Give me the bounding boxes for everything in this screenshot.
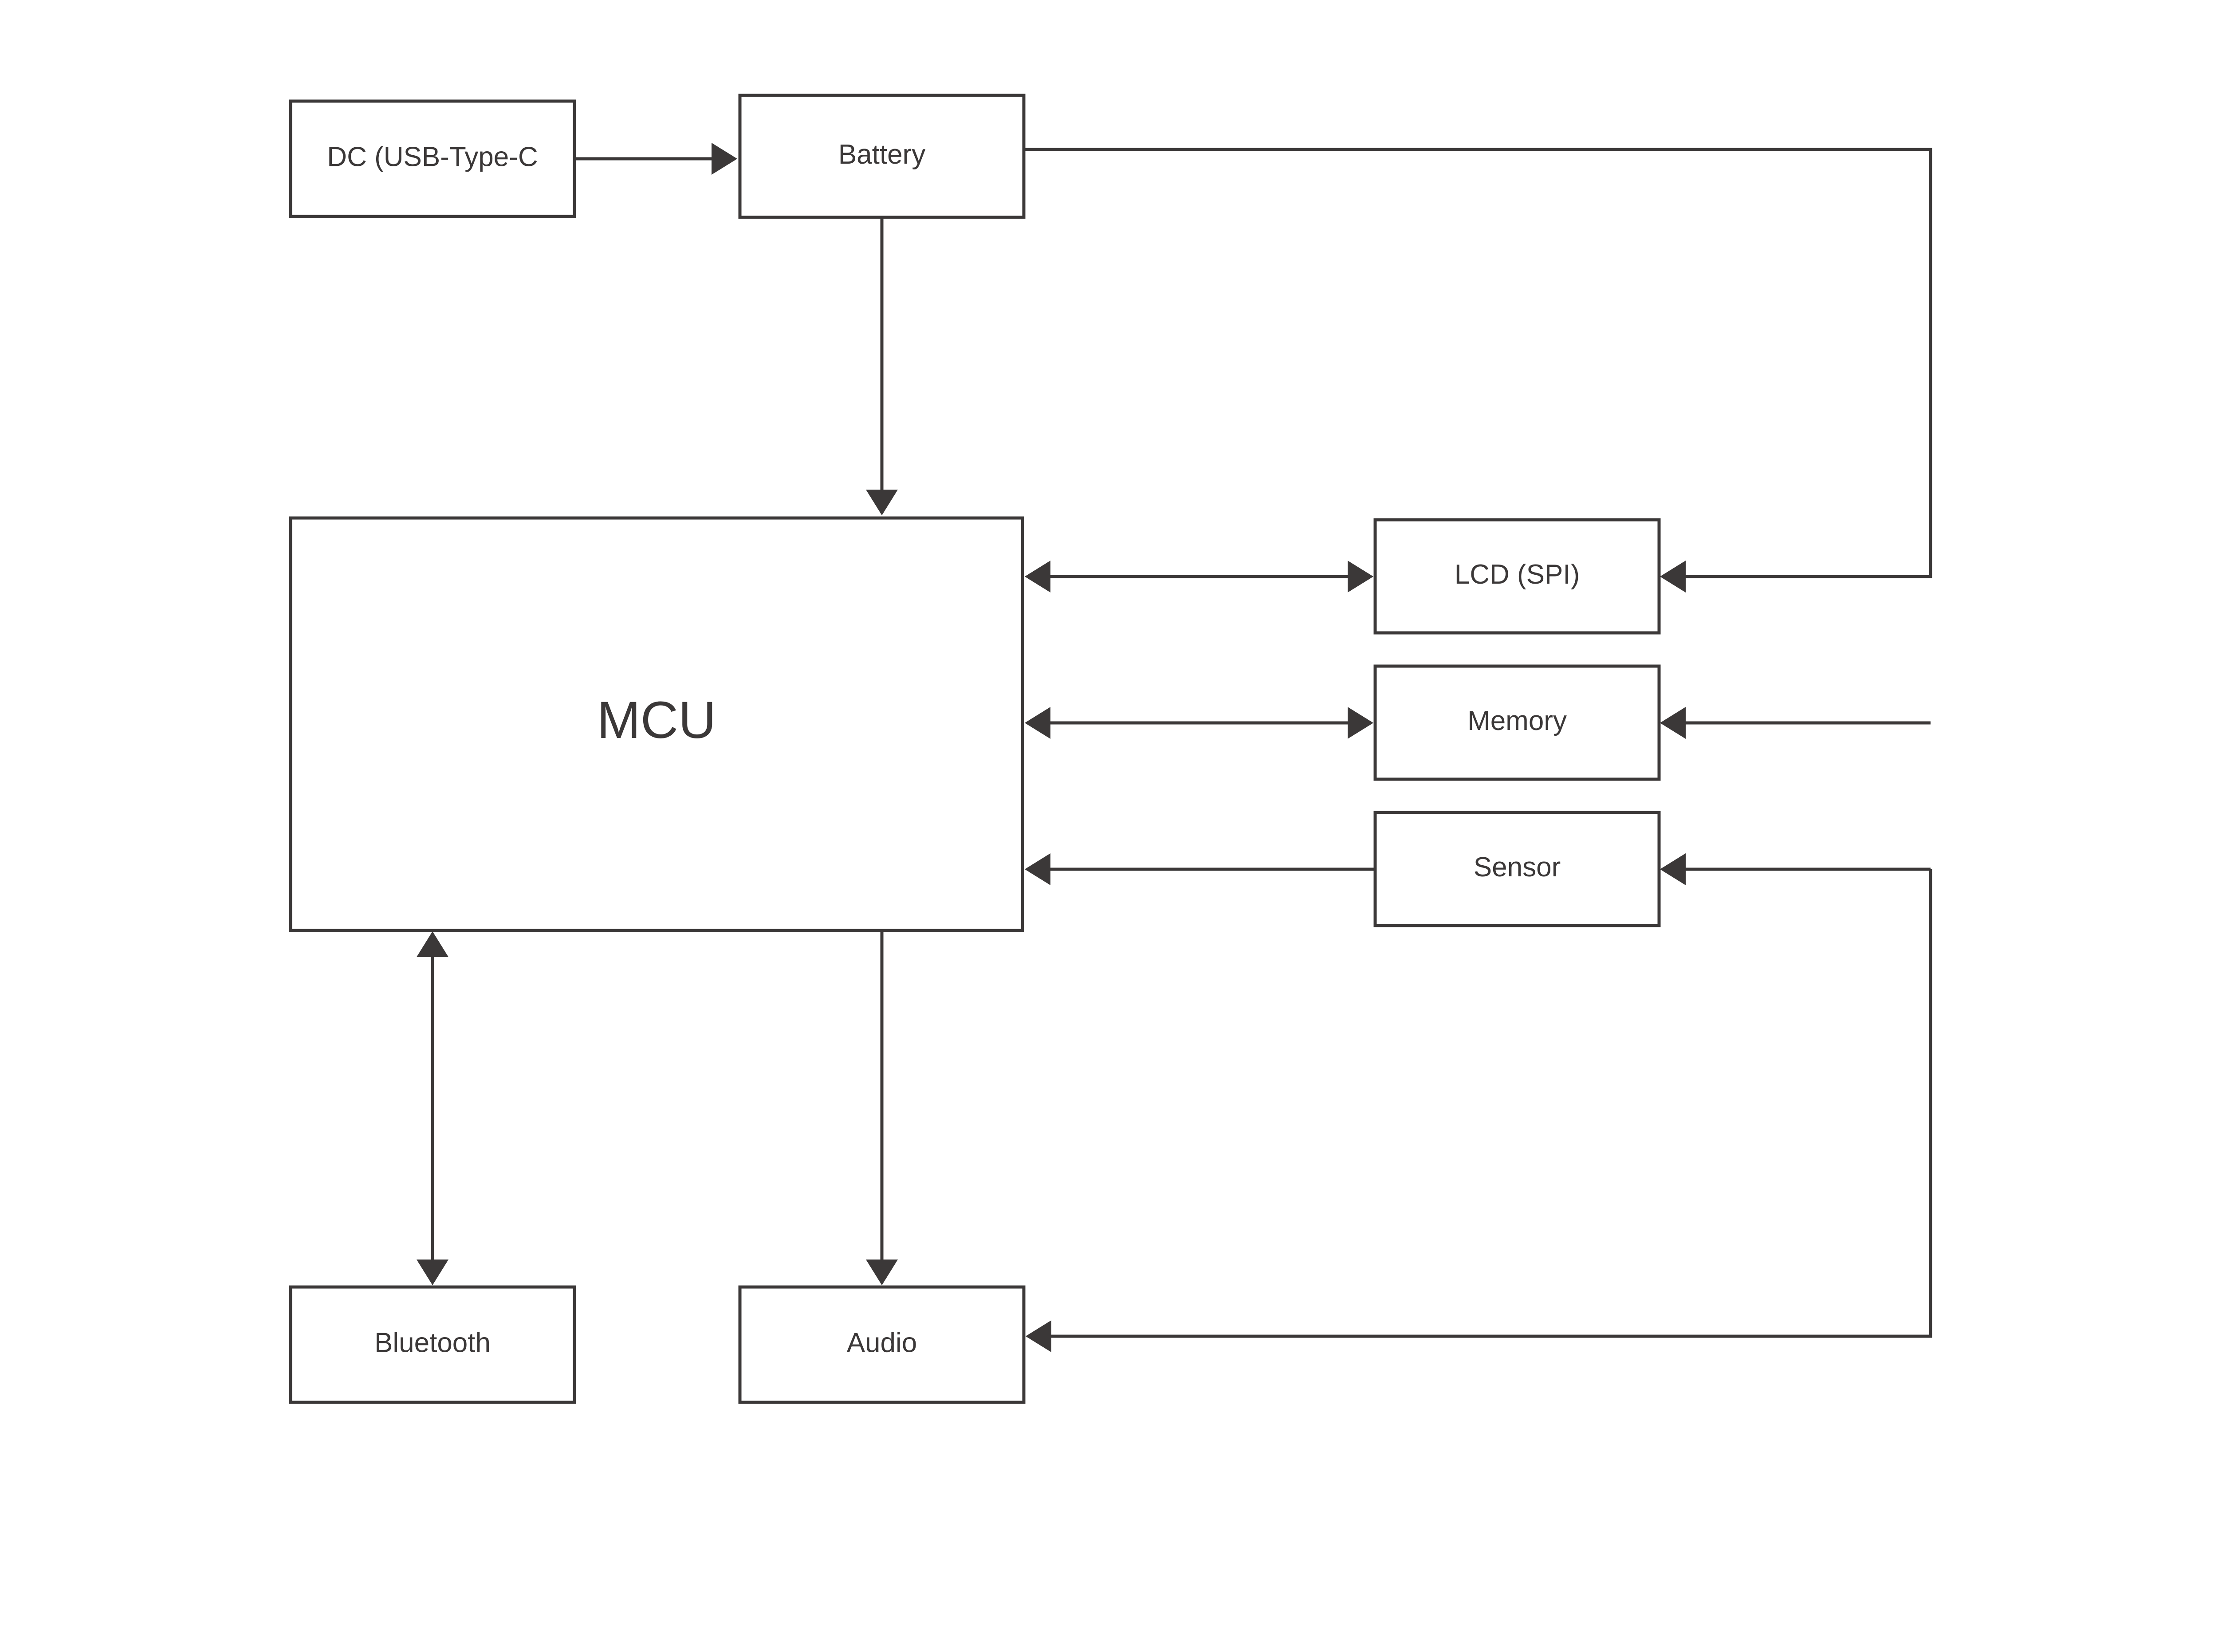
connector-line <box>1025 148 1932 578</box>
connector-battery-rail-to-lcd <box>1025 148 1932 593</box>
node-battery[interactable]: Battery <box>738 94 1026 219</box>
node-lcd[interactable]: LCD (SPI) <box>1373 518 1661 635</box>
node-box-audio[interactable] <box>738 1285 1026 1404</box>
node-box-sensor[interactable] <box>1373 811 1661 927</box>
node-mcu[interactable]: MCU <box>289 516 1024 932</box>
connector-rail-to-audio <box>1026 869 1932 1352</box>
connector-rail-to-memory <box>1660 707 1931 739</box>
node-audio[interactable]: Audio <box>738 1285 1026 1404</box>
arrowhead-down-icon <box>866 490 898 515</box>
node-label-lcd: LCD (SPI) <box>1455 559 1580 590</box>
connector-battery-to-mcu <box>866 217 898 515</box>
connector-mcu-to-bluetooth <box>417 931 448 1285</box>
node-label-dc: DC (USB-Type-C <box>327 141 538 172</box>
node-box-memory[interactable] <box>1373 664 1661 781</box>
connector-mcu-to-audio <box>866 930 898 1285</box>
arrowhead-left-icon <box>1025 707 1050 739</box>
node-dc[interactable]: DC (USB-Type-C <box>289 99 576 218</box>
arrowhead-left-icon <box>1025 853 1050 885</box>
node-box-lcd[interactable] <box>1373 518 1661 635</box>
arrowhead-left-icon <box>1026 1320 1051 1352</box>
arrowhead-down-icon <box>866 1260 898 1285</box>
connector-mcu-to-lcd <box>1025 561 1373 593</box>
node-box-bluetooth[interactable] <box>289 1285 576 1404</box>
node-box-mcu[interactable] <box>289 516 1024 932</box>
node-label-bluetooth: Bluetooth <box>374 1327 491 1358</box>
arrowhead-right-icon <box>712 143 737 175</box>
connector-dc-to-battery <box>574 143 737 175</box>
connector-sensor-to-mcu <box>1025 853 1374 885</box>
connector-layer <box>417 143 1932 1352</box>
node-label-sensor: Sensor <box>1474 852 1561 883</box>
node-bluetooth[interactable]: Bluetooth <box>289 1285 576 1404</box>
arrowhead-up-icon <box>417 931 448 957</box>
arrowhead-down-icon <box>417 1260 448 1285</box>
node-memory[interactable]: Memory <box>1373 664 1661 781</box>
connector-line <box>1039 869 1932 1338</box>
arrowhead-left-icon <box>1660 561 1686 593</box>
arrowhead-right-icon <box>1348 707 1373 739</box>
node-box-dc[interactable] <box>289 99 576 218</box>
arrowhead-right-icon <box>1348 561 1373 593</box>
node-sensor[interactable]: Sensor <box>1373 811 1661 927</box>
node-label-mcu: MCU <box>597 691 716 749</box>
arrowhead-left-icon <box>1660 707 1686 739</box>
node-box-battery[interactable] <box>738 94 1026 219</box>
node-label-audio: Audio <box>847 1327 917 1358</box>
arrowhead-left-icon <box>1660 853 1686 885</box>
node-label-battery: Battery <box>838 139 925 170</box>
connector-mcu-to-memory <box>1025 707 1373 739</box>
arrowhead-left-icon <box>1025 561 1050 593</box>
connector-rail-to-sensor <box>1660 853 1931 885</box>
node-label-memory: Memory <box>1467 706 1567 736</box>
